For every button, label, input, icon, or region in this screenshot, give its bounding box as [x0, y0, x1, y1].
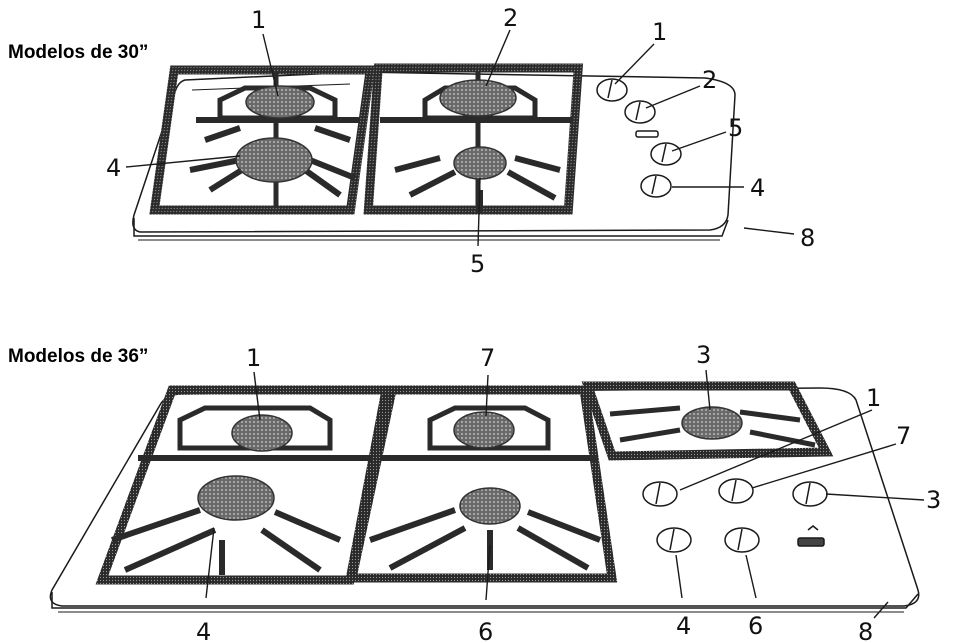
burner-30-5 [453, 146, 507, 180]
callout-36-knob-3: 3 [926, 486, 941, 514]
burner-36-1 [231, 414, 293, 452]
callout-30-knob-2: 2 [702, 66, 717, 94]
grate-30-right [363, 63, 584, 215]
model-36-title: Modelos de 36” [8, 346, 149, 367]
callout-30-knob-4: 4 [750, 174, 765, 202]
knob-30-4[interactable] [640, 174, 672, 198]
leaders-36 [205, 369, 925, 619]
knob-30-2[interactable] [624, 100, 656, 124]
callout-30-burner-2: 2 [503, 4, 518, 32]
indicator-light-30 [635, 130, 659, 138]
callout-30-burner-4: 4 [106, 154, 121, 182]
cooktop-30 [132, 63, 736, 241]
burner-36-6 [459, 487, 521, 525]
burner-30-2 [439, 79, 517, 117]
knob-36-7[interactable] [718, 478, 754, 504]
burner-30-4 [235, 137, 313, 183]
burner-36-7 [453, 411, 515, 449]
callout-36-knob-6: 6 [748, 612, 763, 640]
knob-30-1[interactable] [596, 78, 628, 102]
callout-36-burner-1: 1 [246, 344, 261, 372]
callout-36-burner-3: 3 [696, 341, 711, 369]
burner-36-3 [681, 406, 743, 440]
knob-36-3[interactable] [792, 481, 828, 507]
indicator-light-36 [797, 525, 825, 547]
burner-36-4 [197, 475, 275, 521]
grate-36-middle [346, 385, 618, 583]
callout-36-knob-1: 1 [866, 384, 881, 412]
callout-36-burner-4: 4 [196, 618, 211, 643]
callout-36-burner-6: 6 [478, 618, 493, 643]
leaders-30 [125, 29, 795, 247]
callout-36-knob-7: 7 [896, 422, 911, 450]
callout-36-burner-7: 7 [480, 344, 495, 372]
burner-30-1 [245, 85, 315, 119]
knob-36-4[interactable] [656, 527, 692, 553]
callout-30-edge-8: 8 [800, 224, 815, 252]
callout-36-edge-8: 8 [858, 618, 873, 643]
callout-30-burner-5: 5 [470, 250, 485, 278]
model-30-title: Modelos de 30” [8, 42, 149, 63]
cooktop-36 [49, 381, 920, 613]
callout-36-knob-4: 4 [676, 612, 691, 640]
grate-36-right [581, 381, 834, 461]
knob-36-1[interactable] [642, 481, 678, 507]
knob-30-5[interactable] [650, 142, 682, 166]
callout-30-knob-5: 5 [728, 114, 743, 142]
callout-30-knob-1: 1 [652, 18, 667, 46]
knob-36-6[interactable] [724, 527, 760, 553]
callout-30-burner-1: 1 [251, 6, 266, 34]
